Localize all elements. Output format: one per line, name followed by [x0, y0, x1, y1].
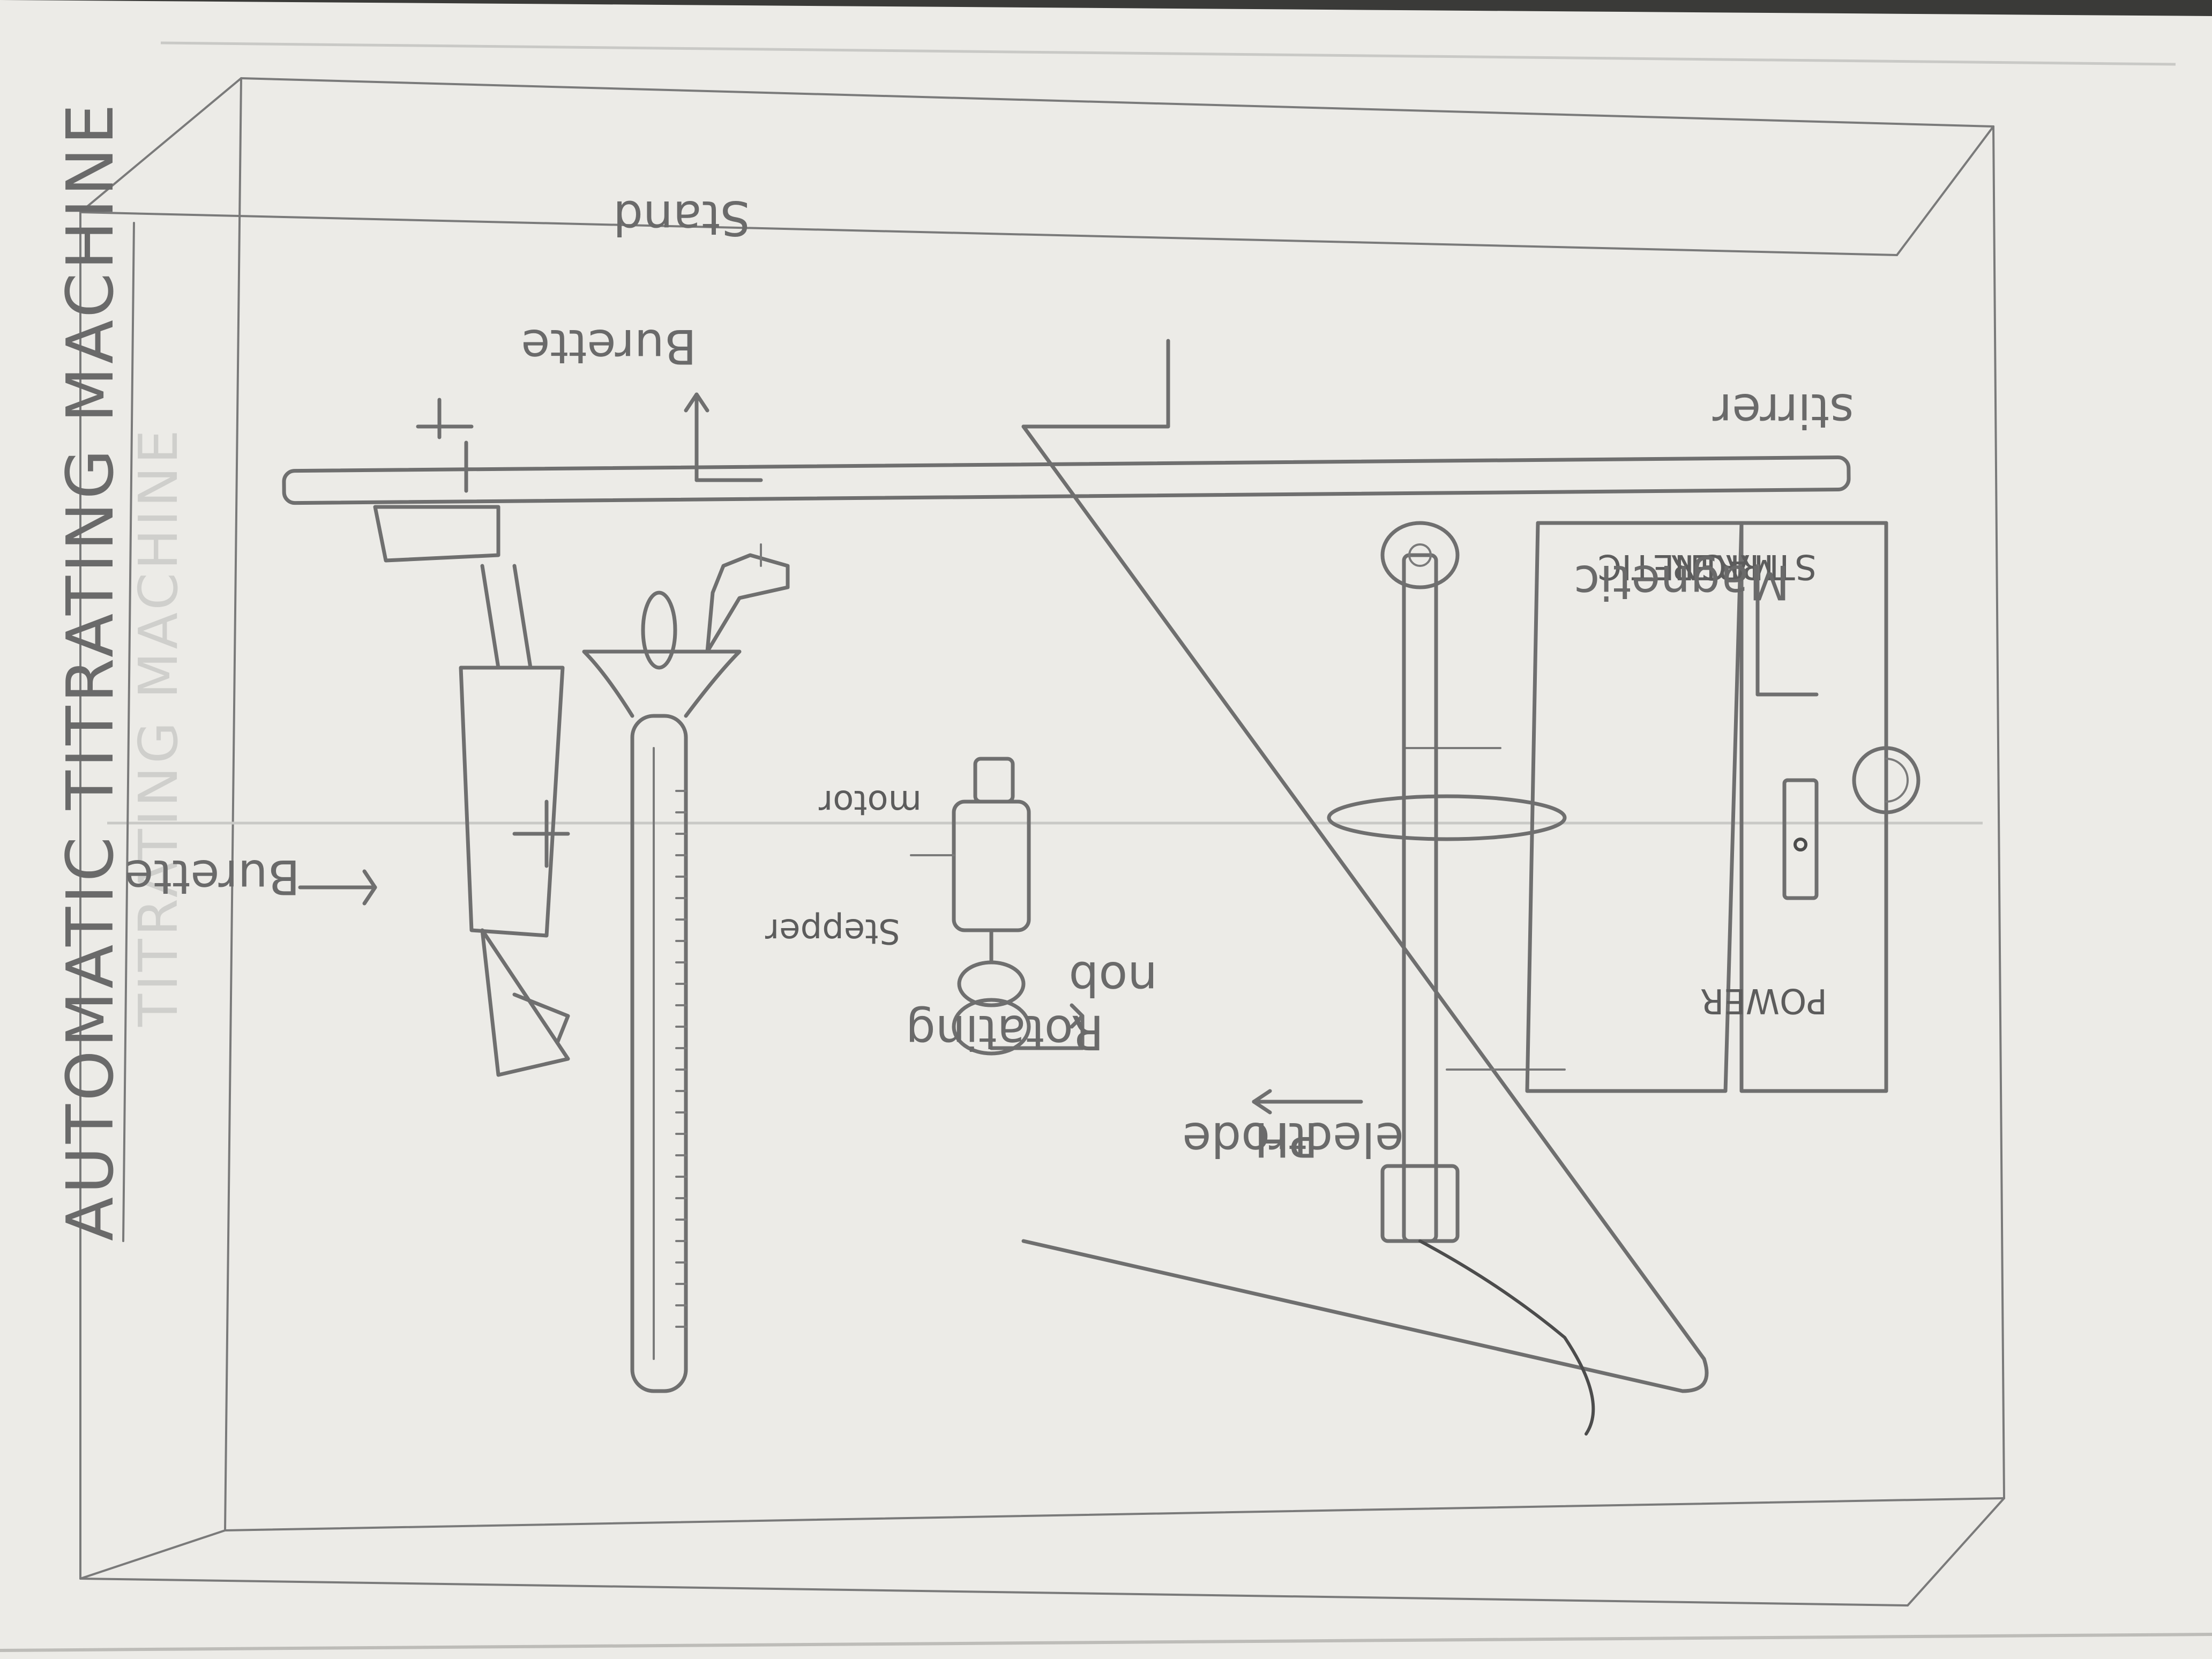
rotating-knob-label-2: nob [1069, 951, 1157, 1006]
diagram-title: AUTOMATIC TITRATING MACHINE [54, 101, 128, 1241]
burette-stand-label-1: Burette [521, 319, 697, 374]
ghost-title-text: TITRATING MACHINE [127, 427, 190, 1027]
stepper-motor-label-2: motor [818, 782, 922, 822]
burette-label: Burette [124, 849, 300, 905]
stepper-motor-label-1: Stepper [765, 911, 900, 951]
ph-electrode-label-2: electrode [1182, 1112, 1404, 1167]
power-label: POWER [1700, 981, 1827, 1020]
magnetic-stirrer-label-2: stirrer [1712, 383, 1854, 438]
burette-stand-label-2: Stand [613, 190, 750, 245]
rotating-knob-label-1: Rotating [906, 1005, 1104, 1060]
magnetic-stirrer-label-1: Magnetic [1574, 555, 1790, 610]
